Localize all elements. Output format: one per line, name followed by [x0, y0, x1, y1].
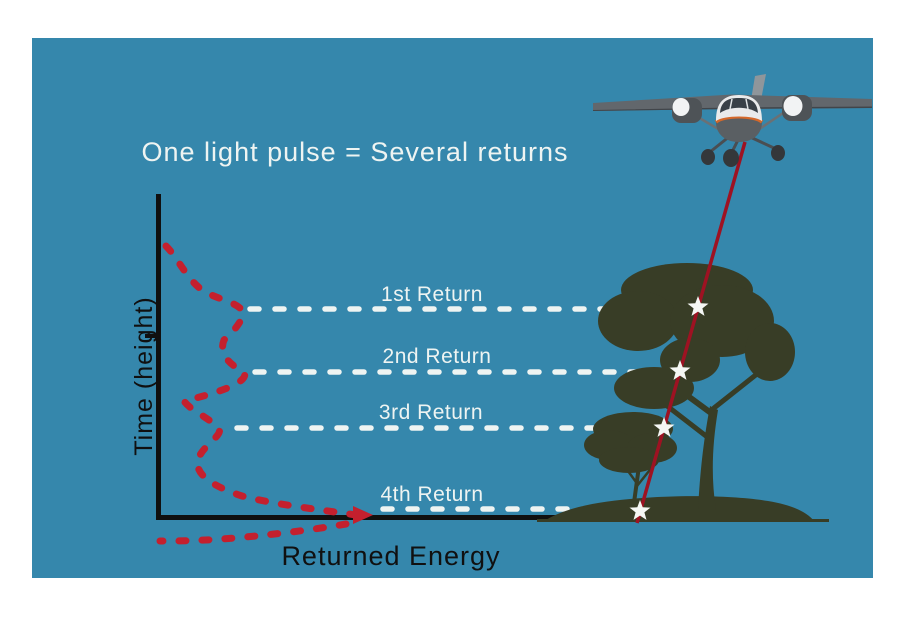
return-label-3: 3rd Return	[379, 401, 483, 424]
arrow-right-icon	[353, 506, 373, 524]
y-axis-label: Time (height)	[130, 296, 158, 455]
pulse-waveform-tail	[156, 520, 350, 545]
lidar-diagram: One light pulse = Several returns 1st Re…	[130, 74, 872, 571]
page-title: One light pulse = Several returns	[142, 137, 569, 167]
lidar-diagram-panel: One light pulse = Several returns 1st Re…	[32, 38, 873, 578]
tree-small	[584, 412, 677, 512]
laser-beam	[635, 141, 747, 524]
return-label-2: 2nd Return	[383, 345, 492, 368]
return-label-4: 4th Return	[380, 483, 483, 506]
chart-axes	[156, 194, 560, 520]
ground	[537, 496, 829, 522]
airplane-icon	[593, 74, 872, 167]
pulse-waveform	[162, 242, 360, 519]
return-label-1: 1st Return	[381, 283, 483, 306]
x-axis-label: Returned Energy	[281, 541, 500, 571]
